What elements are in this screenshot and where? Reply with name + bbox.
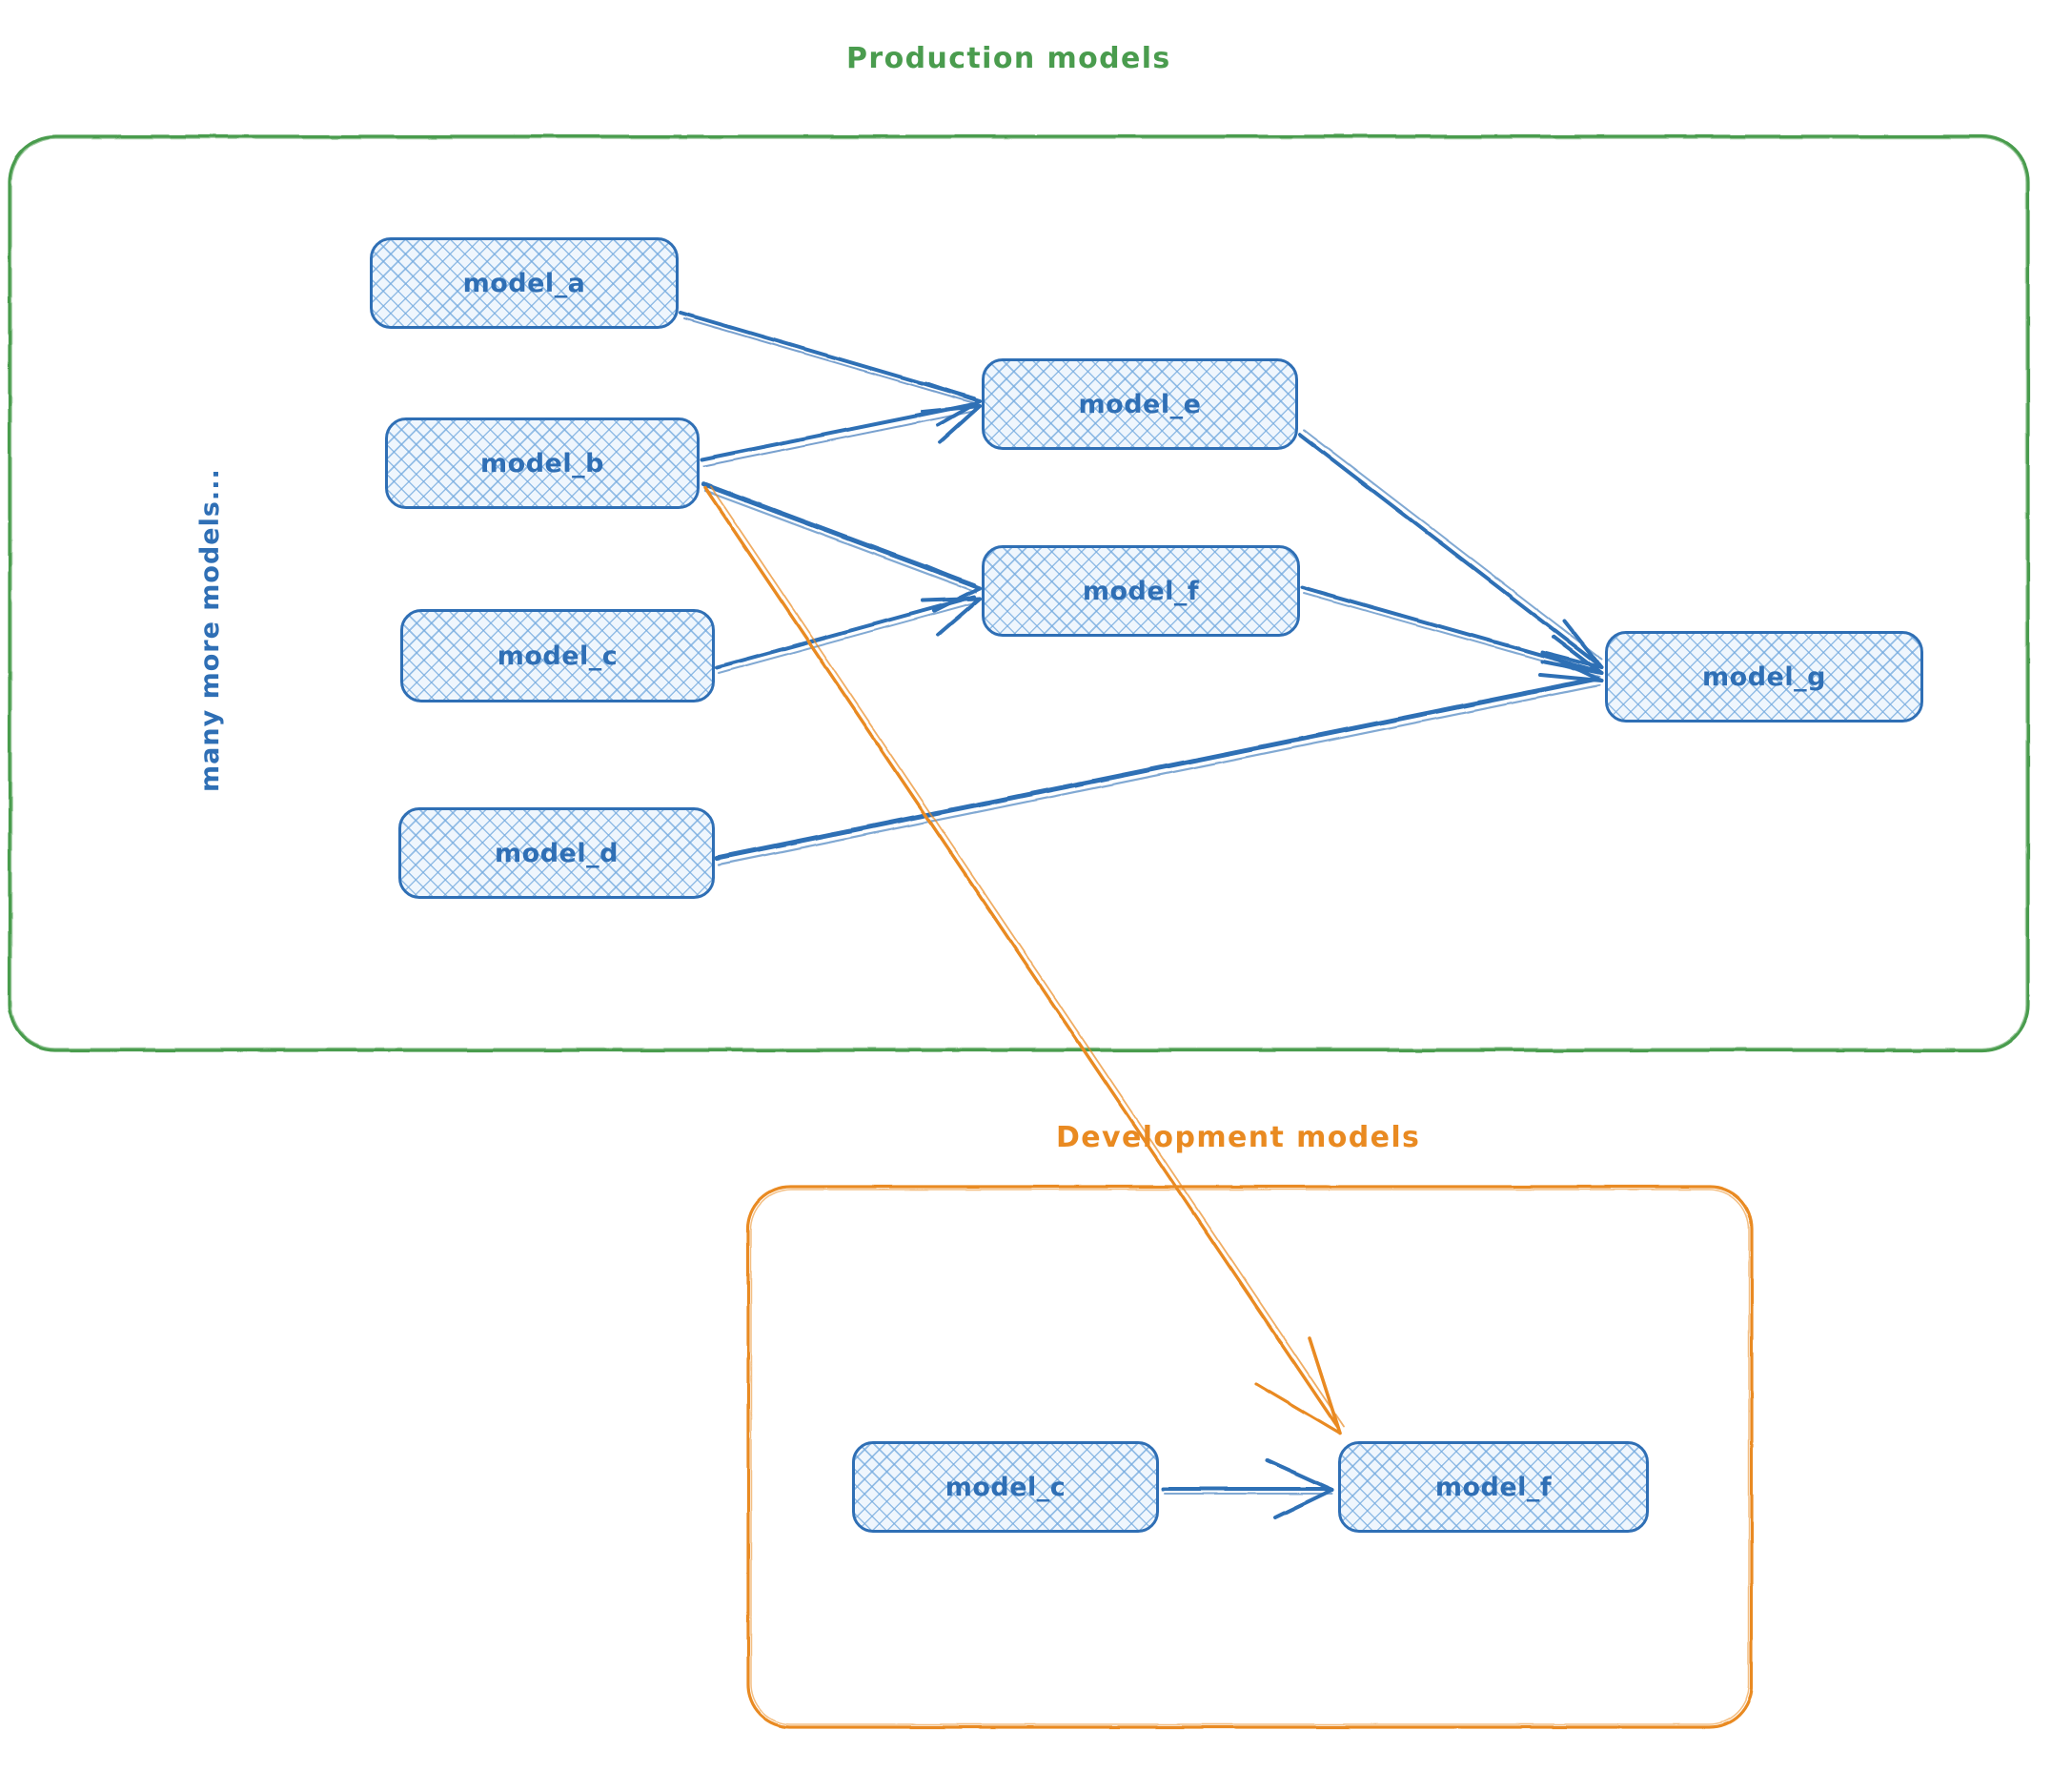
production-group-border: [8, 134, 2030, 1052]
node-label: model_f: [1434, 1472, 1553, 1502]
node-prod-model-b[interactable]: model_b: [385, 417, 700, 509]
node-prod-model-e[interactable]: model_e: [982, 358, 1298, 450]
edge-dev-model-c-to-dev-model-f: [1161, 1458, 1334, 1519]
node-prod-model-g[interactable]: model_g: [1605, 631, 1923, 723]
edge-prod-model-b-to-dev-model-f: [703, 486, 1345, 1435]
node-label: model_e: [1078, 389, 1202, 419]
node-label: model_g: [1702, 662, 1826, 692]
development-group-title: Development models: [1056, 1121, 1421, 1154]
edge-model-c-to-model-f: [715, 595, 982, 674]
edge-model-e-to-model-g: [1298, 429, 1603, 669]
edge-model-b-to-model-e: [700, 402, 982, 467]
edge-model-d-to-model-g: [714, 652, 1603, 866]
node-label: model_c: [497, 641, 619, 671]
node-label: model_f: [1082, 576, 1200, 606]
development-group-border: [746, 1185, 1754, 1729]
production-group-title: Production models: [846, 42, 1171, 75]
node-dev-model-c[interactable]: model_c: [852, 1441, 1159, 1533]
edge-layer: [679, 311, 1603, 1519]
node-prod-model-f[interactable]: model_f: [982, 545, 1300, 637]
edge-model-a-to-model-e: [679, 311, 982, 427]
node-prod-model-c[interactable]: model_c: [400, 609, 715, 702]
many-more-models-note: many more models...: [195, 468, 225, 792]
node-label: model_c: [945, 1472, 1066, 1502]
edge-model-b-to-model-f: [701, 481, 982, 613]
node-prod-model-d[interactable]: model_d: [398, 807, 715, 899]
node-prod-model-a[interactable]: model_a: [370, 237, 679, 329]
node-label: model_d: [495, 838, 619, 868]
node-label: model_a: [462, 268, 586, 298]
node-label: model_b: [480, 448, 604, 478]
node-dev-model-f[interactable]: model_f: [1338, 1441, 1649, 1533]
